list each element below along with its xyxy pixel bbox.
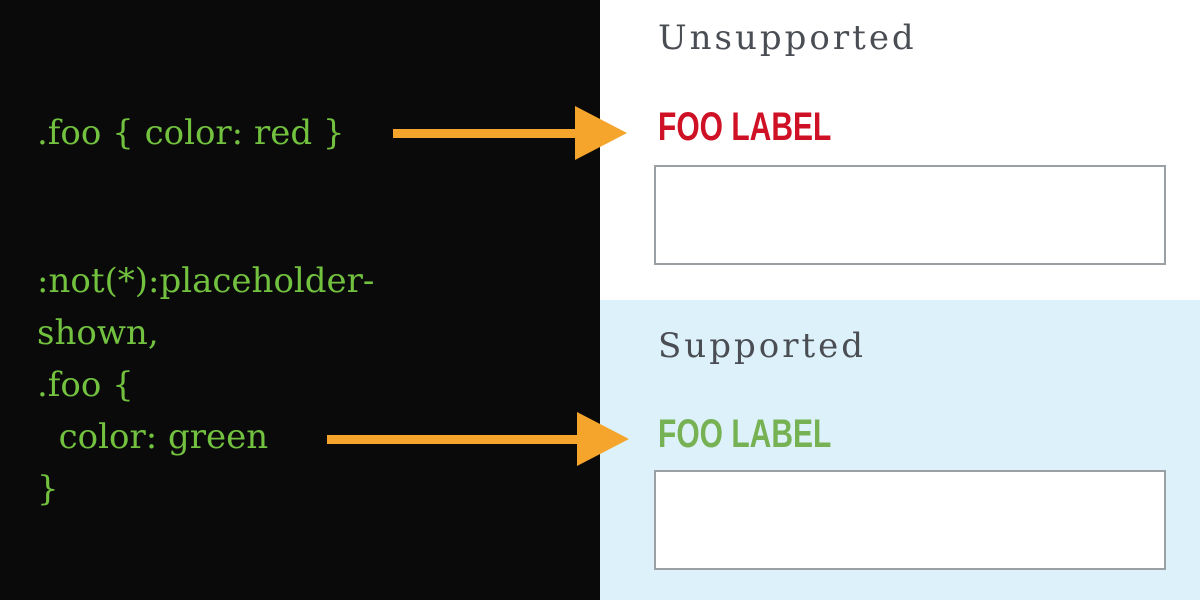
code-line: color: green [37,417,269,457]
foo-input-unsupported[interactable] [654,165,1166,265]
code-panel: .foo { color: red } :not(*):placeholder-… [0,0,600,600]
code-line: :not(*):placeholder- [37,261,375,301]
code-line: .foo { [37,365,134,405]
foo-label-supported: FOO LABEL [658,412,832,456]
supported-panel: Supported FOO LABEL [600,300,1200,600]
foo-input-supported[interactable] [654,470,1166,570]
css-rule-unsupported: .foo { color: red } [37,113,345,153]
arrow-head [577,412,629,466]
code-line: } [37,469,59,509]
supported-title: Supported [658,326,866,366]
arrow-shaft [393,129,576,138]
unsupported-panel: Unsupported FOO LABEL [600,0,1200,300]
arrow-shaft [327,435,578,444]
code-line: shown, [37,313,159,353]
unsupported-title: Unsupported [658,18,917,58]
css-rule-supported: :not(*):placeholder- shown, .foo { color… [37,255,374,515]
arrow-head [575,106,627,160]
foo-label-unsupported: FOO LABEL [658,105,832,149]
